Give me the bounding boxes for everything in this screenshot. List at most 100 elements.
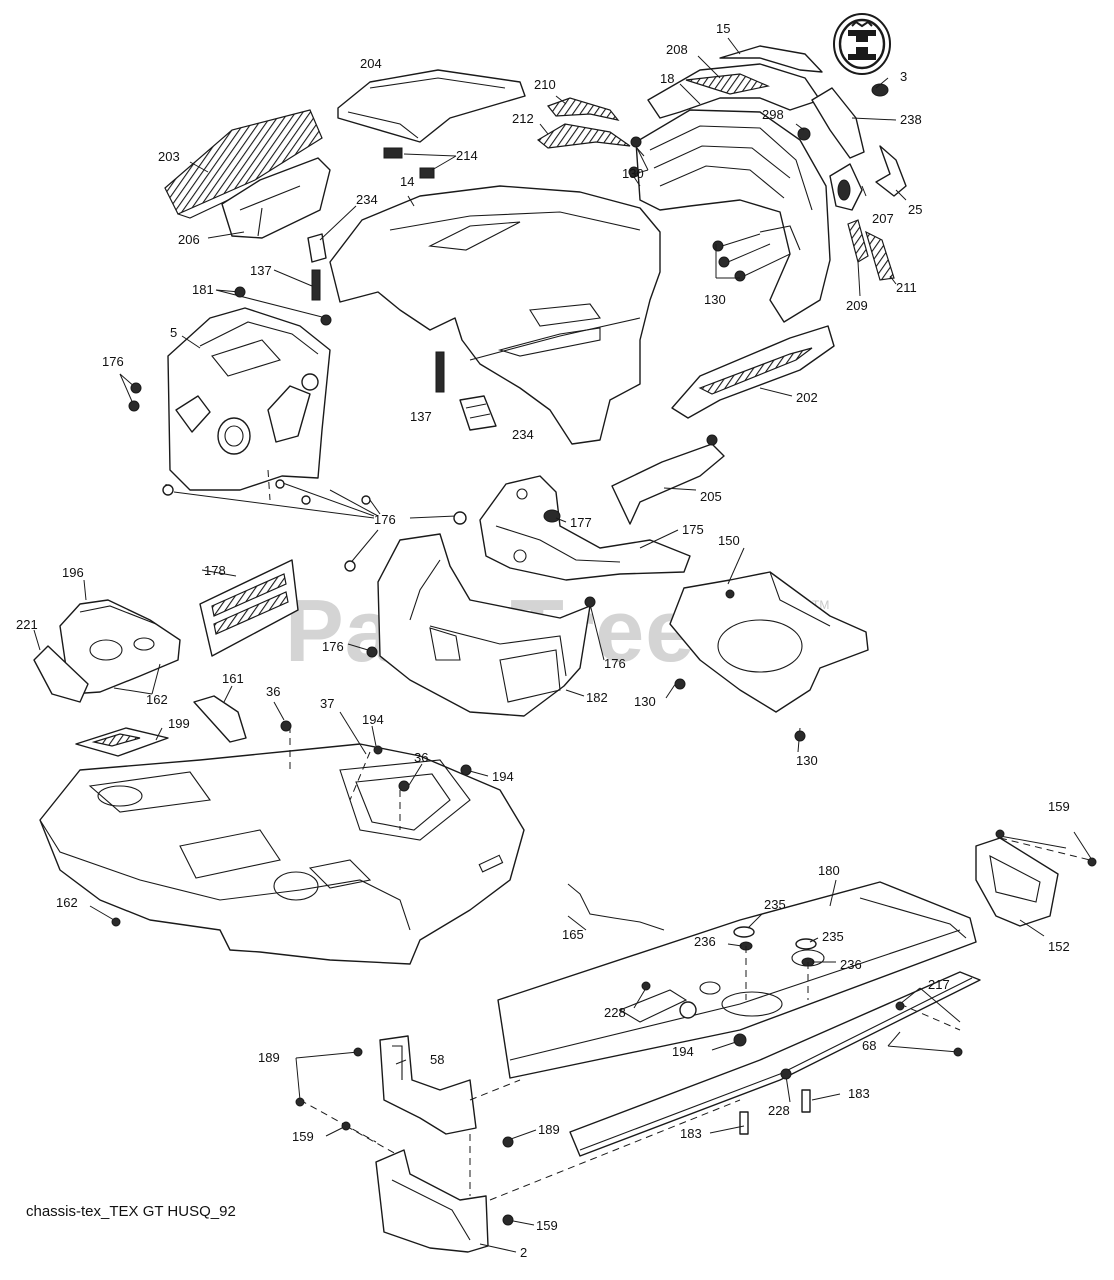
label-part-137-lower: 137 <box>410 409 432 424</box>
label-part-130-upper: 130 <box>622 166 644 181</box>
label-part-183-left: 183 <box>680 1126 702 1141</box>
label-part-234-upper: 234 <box>356 192 378 207</box>
label-part-183-right: 183 <box>848 1086 870 1101</box>
label-part-209: 209 <box>846 298 868 313</box>
part-212-grill <box>536 123 631 149</box>
part-165-rod <box>567 883 665 931</box>
label-part-235-left: 235 <box>764 897 786 912</box>
label-part-199: 199 <box>168 716 190 731</box>
label-part-221: 221 <box>16 617 38 632</box>
label-part-210: 210 <box>534 77 556 92</box>
leader-lines <box>33 37 1093 1253</box>
part-152-bumper <box>975 837 1059 927</box>
part-178-plate <box>199 559 299 657</box>
label-part-161: 161 <box>222 671 244 686</box>
part-205-panel <box>611 434 725 525</box>
label-part-178: 178 <box>204 563 226 578</box>
label-part-205: 205 <box>700 489 722 504</box>
diagram-caption: chassis-tex_TEX GT HUSQ_92 <box>26 1203 236 1220</box>
label-part-130-right: 130 <box>704 292 726 307</box>
label-part-176-lower-left: 176 <box>322 639 344 654</box>
label-part-176-lower-right: 176 <box>604 656 626 671</box>
label-part-159-upper: 159 <box>1048 799 1070 814</box>
part-196-console <box>59 599 181 695</box>
label-part-206: 206 <box>178 232 200 247</box>
part-206-bracket <box>221 157 331 239</box>
label-part-228-upper: 228 <box>604 1005 626 1020</box>
label-part-196: 196 <box>62 565 84 580</box>
label-part-194-right: 194 <box>492 769 514 784</box>
husqvarna-logo <box>833 13 891 75</box>
label-part-204: 204 <box>360 56 382 71</box>
part-175-support <box>479 475 691 581</box>
label-part-162-upper: 162 <box>146 692 168 707</box>
label-part-36-right: 36 <box>414 750 429 765</box>
label-part-207: 207 <box>872 211 894 226</box>
label-part-176-left: 176 <box>102 354 124 369</box>
label-part-68: 68 <box>862 1038 877 1053</box>
emblem-3 <box>871 83 889 97</box>
part-137-strip-lower <box>435 351 445 393</box>
label-part-3: 3 <box>900 69 908 84</box>
part-18-side-panel <box>647 63 821 119</box>
part-221-cover <box>33 645 89 703</box>
part-58-bracket <box>379 1035 477 1135</box>
label-part-234-lower: 234 <box>512 427 534 442</box>
label-part-236-left: 236 <box>694 934 716 949</box>
label-part-25: 25 <box>908 202 923 217</box>
label-part-159-lower: 159 <box>536 1218 558 1233</box>
label-part-194-upper: 194 <box>362 712 384 727</box>
part-211-grill <box>865 230 895 281</box>
label-part-212: 212 <box>512 111 534 126</box>
label-part-162-lower: 162 <box>56 895 78 910</box>
part-234-decal-lower <box>459 395 497 431</box>
label-part-203: 203 <box>158 149 180 164</box>
label-part-180: 180 <box>818 863 840 878</box>
part-150-fender-panel <box>669 571 869 713</box>
label-part-182: 182 <box>586 690 608 705</box>
label-part-208: 208 <box>666 42 688 57</box>
part-25-lens <box>875 145 907 197</box>
label-part-130-lower-left: 130 <box>634 694 656 709</box>
label-part-15: 15 <box>716 21 731 36</box>
label-part-159-left: 159 <box>292 1129 314 1144</box>
label-part-2: 2 <box>520 1245 528 1260</box>
label-part-189-right: 189 <box>538 1122 560 1137</box>
part-14-hood <box>329 185 661 445</box>
label-part-189-left: 189 <box>258 1050 280 1065</box>
part-5-dashboard <box>167 307 331 491</box>
part-234-decal-upper <box>307 233 327 263</box>
part-177-bushing <box>543 509 561 523</box>
part-204-hood-cover <box>337 69 526 143</box>
fasteners <box>111 286 1097 1226</box>
part-209-grill <box>847 219 869 263</box>
assembly-dash-lines <box>165 469 1091 1201</box>
label-part-228-lower: 228 <box>768 1103 790 1118</box>
label-part-194-lower: 194 <box>672 1044 694 1059</box>
part-180-frame-left <box>569 971 981 1157</box>
part-238-side-shroud <box>811 87 865 159</box>
label-part-177: 177 <box>570 515 592 530</box>
label-part-214: 214 <box>456 148 478 163</box>
label-part-176-center: 176 <box>374 512 396 527</box>
label-part-202: 202 <box>796 390 818 405</box>
label-part-58: 58 <box>430 1052 445 1067</box>
part-2-bracket <box>375 1149 489 1253</box>
label-part-235-right: 235 <box>822 929 844 944</box>
label-part-137-upper: 137 <box>250 263 272 278</box>
part-210-grill <box>547 97 620 121</box>
part-side-frame-right <box>635 109 831 323</box>
part-137-strip-upper <box>311 269 321 301</box>
label-part-236-right: 236 <box>840 957 862 972</box>
label-part-165: 165 <box>562 927 584 942</box>
label-part-298: 298 <box>762 107 784 122</box>
part-183-bolts <box>739 1089 811 1135</box>
part-199-plate <box>75 727 169 757</box>
part-214-clips <box>383 147 435 179</box>
part-footrest-body <box>39 743 525 965</box>
label-part-5: 5 <box>170 325 178 340</box>
label-part-217: 217 <box>928 977 950 992</box>
label-part-238: 238 <box>900 112 922 127</box>
